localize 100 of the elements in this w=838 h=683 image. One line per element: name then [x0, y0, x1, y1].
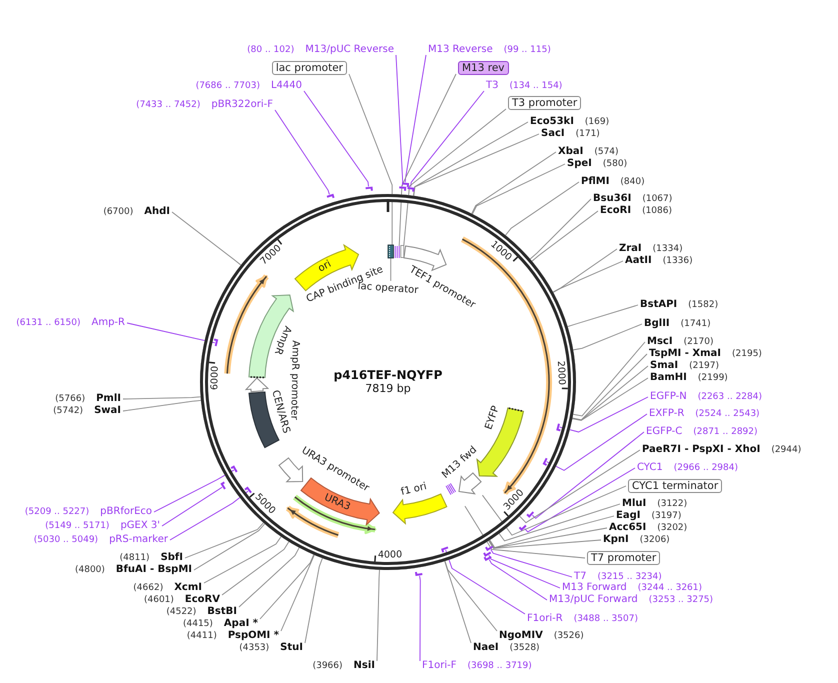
- leader-line: [398, 74, 456, 246]
- feature-label: ori: [316, 258, 334, 274]
- site-position: (5742): [53, 405, 84, 417]
- primer-position: (3488 .. 3507): [574, 613, 638, 625]
- primer-position: (134 .. 154): [509, 80, 562, 92]
- site-position: (3528): [510, 642, 540, 654]
- leader-line: [170, 490, 248, 540]
- primer-name: EGFP-N: [650, 391, 687, 403]
- primer-name: L4440: [270, 80, 302, 92]
- feature-label-box: CYC1 terminator: [628, 479, 722, 493]
- restriction-site-name: PflMI: [581, 176, 610, 188]
- primer-name: M13/pUC Forward: [549, 594, 638, 606]
- restriction-site-name: EcoRV: [184, 594, 220, 606]
- scale-label: 6000: [209, 366, 221, 391]
- site-position: (2195): [732, 348, 762, 360]
- site-position: (4415): [182, 618, 213, 630]
- restriction-site-name: Bsu36I: [593, 193, 632, 205]
- primer-position: (7433 .. 7452): [136, 99, 200, 111]
- leader-line: [396, 54, 404, 186]
- site-position: (4522): [166, 606, 196, 618]
- primer-position: (3215 .. 3234): [597, 571, 662, 582]
- primer-name: M13/pUC Reverse: [305, 44, 394, 56]
- site-position: (2199): [698, 372, 728, 384]
- leader-line: [204, 536, 282, 584]
- primer-position: (2966 .. 2984): [674, 462, 738, 474]
- primer-name: Amp-R: [92, 317, 125, 329]
- primer-site-mark: [230, 466, 238, 472]
- primer-position: (3244 .. 3261): [638, 582, 702, 594]
- primer-name: T7: [574, 571, 586, 582]
- leader-line: [546, 414, 648, 471]
- leader-line: [488, 528, 608, 549]
- primer-position: (2524 .. 2543): [695, 408, 760, 420]
- leader-line: [280, 554, 315, 632]
- restriction-site-name: SacI: [541, 128, 565, 140]
- leader-line: [530, 198, 592, 260]
- leader-line: [154, 470, 234, 512]
- site-position: (1582): [688, 299, 718, 311]
- feature-label: EYFP: [483, 404, 503, 432]
- leader-line: [505, 182, 580, 236]
- site-position: (4662): [133, 582, 164, 594]
- leader-line: [410, 90, 484, 188]
- feature-label-box: T7 promoter: [587, 551, 660, 565]
- primer-site-mark: [407, 186, 414, 192]
- leader-line: [390, 258, 392, 282]
- leader-line: [471, 152, 556, 214]
- feature-label: URA3: [322, 492, 352, 514]
- site-position: (580): [602, 158, 628, 170]
- leader-line: [519, 450, 640, 524]
- site-position: (1336): [662, 255, 693, 267]
- primer-name: T3: [486, 80, 498, 92]
- site-position: (4811): [120, 552, 150, 564]
- primer-position: (5209 .. 5227): [24, 506, 90, 518]
- primer-site-mark: [441, 546, 448, 553]
- site-position: (5766): [55, 393, 86, 405]
- primer-position: (7686 .. 7703): [196, 80, 260, 92]
- leader-line: [490, 549, 572, 578]
- feature-block: [245, 376, 270, 393]
- leader-line: [498, 504, 620, 542]
- primer-name: EGFP-C: [646, 426, 682, 438]
- site-position: (3966): [312, 660, 343, 672]
- restriction-site-name: SwaI: [94, 405, 121, 417]
- restriction-site-name: Acc65I: [609, 522, 646, 534]
- leader-line: [444, 560, 472, 644]
- primer-name: pRS-marker: [109, 534, 168, 546]
- leader-line: [572, 366, 648, 421]
- feature-label-box: M13 rev: [458, 61, 509, 75]
- primer-name: F1ori-F: [422, 660, 456, 672]
- leader-line: [489, 516, 614, 548]
- restriction-site-name: AhdI: [144, 206, 170, 218]
- leader-line: [304, 558, 323, 644]
- leader-line: [126, 322, 216, 344]
- primer-site-mark: [414, 572, 422, 576]
- leader-line: [532, 432, 644, 519]
- leader-line: [559, 396, 648, 432]
- site-position: (3526): [554, 630, 584, 642]
- restriction-site-name: BstAPI: [640, 299, 678, 311]
- site-position: (4800): [74, 564, 105, 576]
- restriction-site-name: BstBI: [207, 606, 237, 618]
- leader-line: [572, 324, 642, 350]
- site-position: (3202): [657, 522, 688, 534]
- site-position: (3197): [651, 510, 682, 522]
- feature-label-box: lac promoter: [272, 61, 347, 75]
- restriction-site-name: TspMI - XmaI: [649, 348, 721, 360]
- restriction-site-name: NgoMIV: [499, 630, 543, 642]
- restriction-site-name: StuI: [280, 642, 303, 654]
- primer-name: pBR322ori-F: [211, 99, 273, 111]
- primer-site-mark: [244, 486, 252, 494]
- primer-site-mark: [214, 338, 218, 346]
- restriction-site-name: XbaI: [558, 146, 584, 158]
- primer-name: pGEX 3': [120, 520, 160, 532]
- feature-segment: [400, 245, 404, 258]
- leader-line: [482, 486, 626, 536]
- primer-name: EXFP-R: [649, 408, 684, 420]
- leader-line: [274, 110, 330, 195]
- feature-label: f1 ori: [400, 481, 428, 499]
- site-position: (6700): [103, 206, 134, 218]
- restriction-site-name: MluI: [622, 498, 646, 510]
- primer-site-mark: [366, 186, 373, 191]
- restriction-site-name: SpeI: [567, 158, 592, 170]
- leader-line: [413, 122, 528, 196]
